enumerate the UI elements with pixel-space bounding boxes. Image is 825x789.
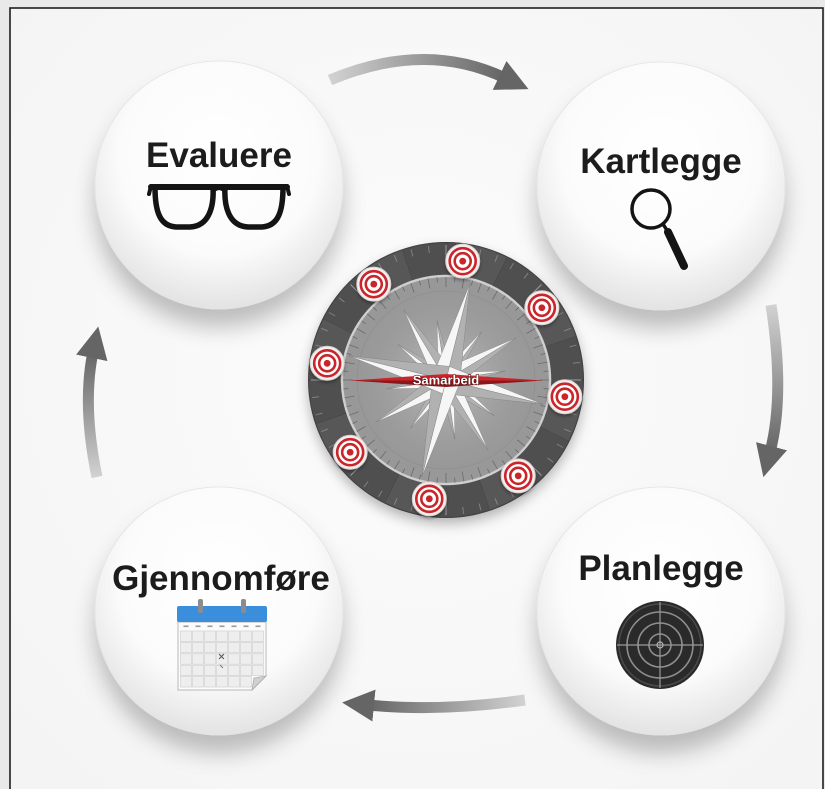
arrow-kartlegge-to-planlegge (756, 304, 787, 478)
stage-title: Evaluere (146, 136, 292, 175)
target-marker-icon (309, 345, 345, 381)
target-marker-icon (500, 458, 536, 494)
stage-title: Kartlegge (580, 142, 741, 181)
stage-planlegge: Planlegge (536, 486, 786, 736)
stage-kartlegge: Kartlegge (536, 61, 786, 311)
stage-evaluere: Evaluere (94, 60, 344, 310)
stage-circle (536, 61, 786, 311)
arrow-evaluere-to-kartlegge (327, 54, 529, 90)
target-marker-icon (524, 290, 560, 326)
stage-title: Planlegge (578, 549, 743, 588)
calendar-icon (177, 599, 268, 692)
stage-gjennomfore: Gjennomføre (94, 486, 344, 736)
glasses-icon (147, 184, 291, 230)
arrow-planlegge-to-gjennomfore (342, 689, 526, 722)
compass-markers (309, 243, 583, 517)
target-marker-icon (445, 243, 481, 279)
center-label: Samarbeid (413, 373, 480, 388)
compass-icon: Samarbeid (308, 242, 584, 518)
stage-title: Gjennomføre (112, 559, 330, 598)
magnifying-glass-icon (630, 188, 688, 270)
target-marker-icon (411, 481, 447, 517)
compass-needle (350, 374, 543, 387)
target-marker-icon (332, 434, 368, 470)
cycle-arrows (76, 54, 787, 722)
arrow-gjennomfore-to-evaluere (76, 326, 108, 479)
target-icon (616, 601, 704, 689)
target-marker-icon (547, 379, 583, 415)
target-marker-icon (356, 266, 392, 302)
